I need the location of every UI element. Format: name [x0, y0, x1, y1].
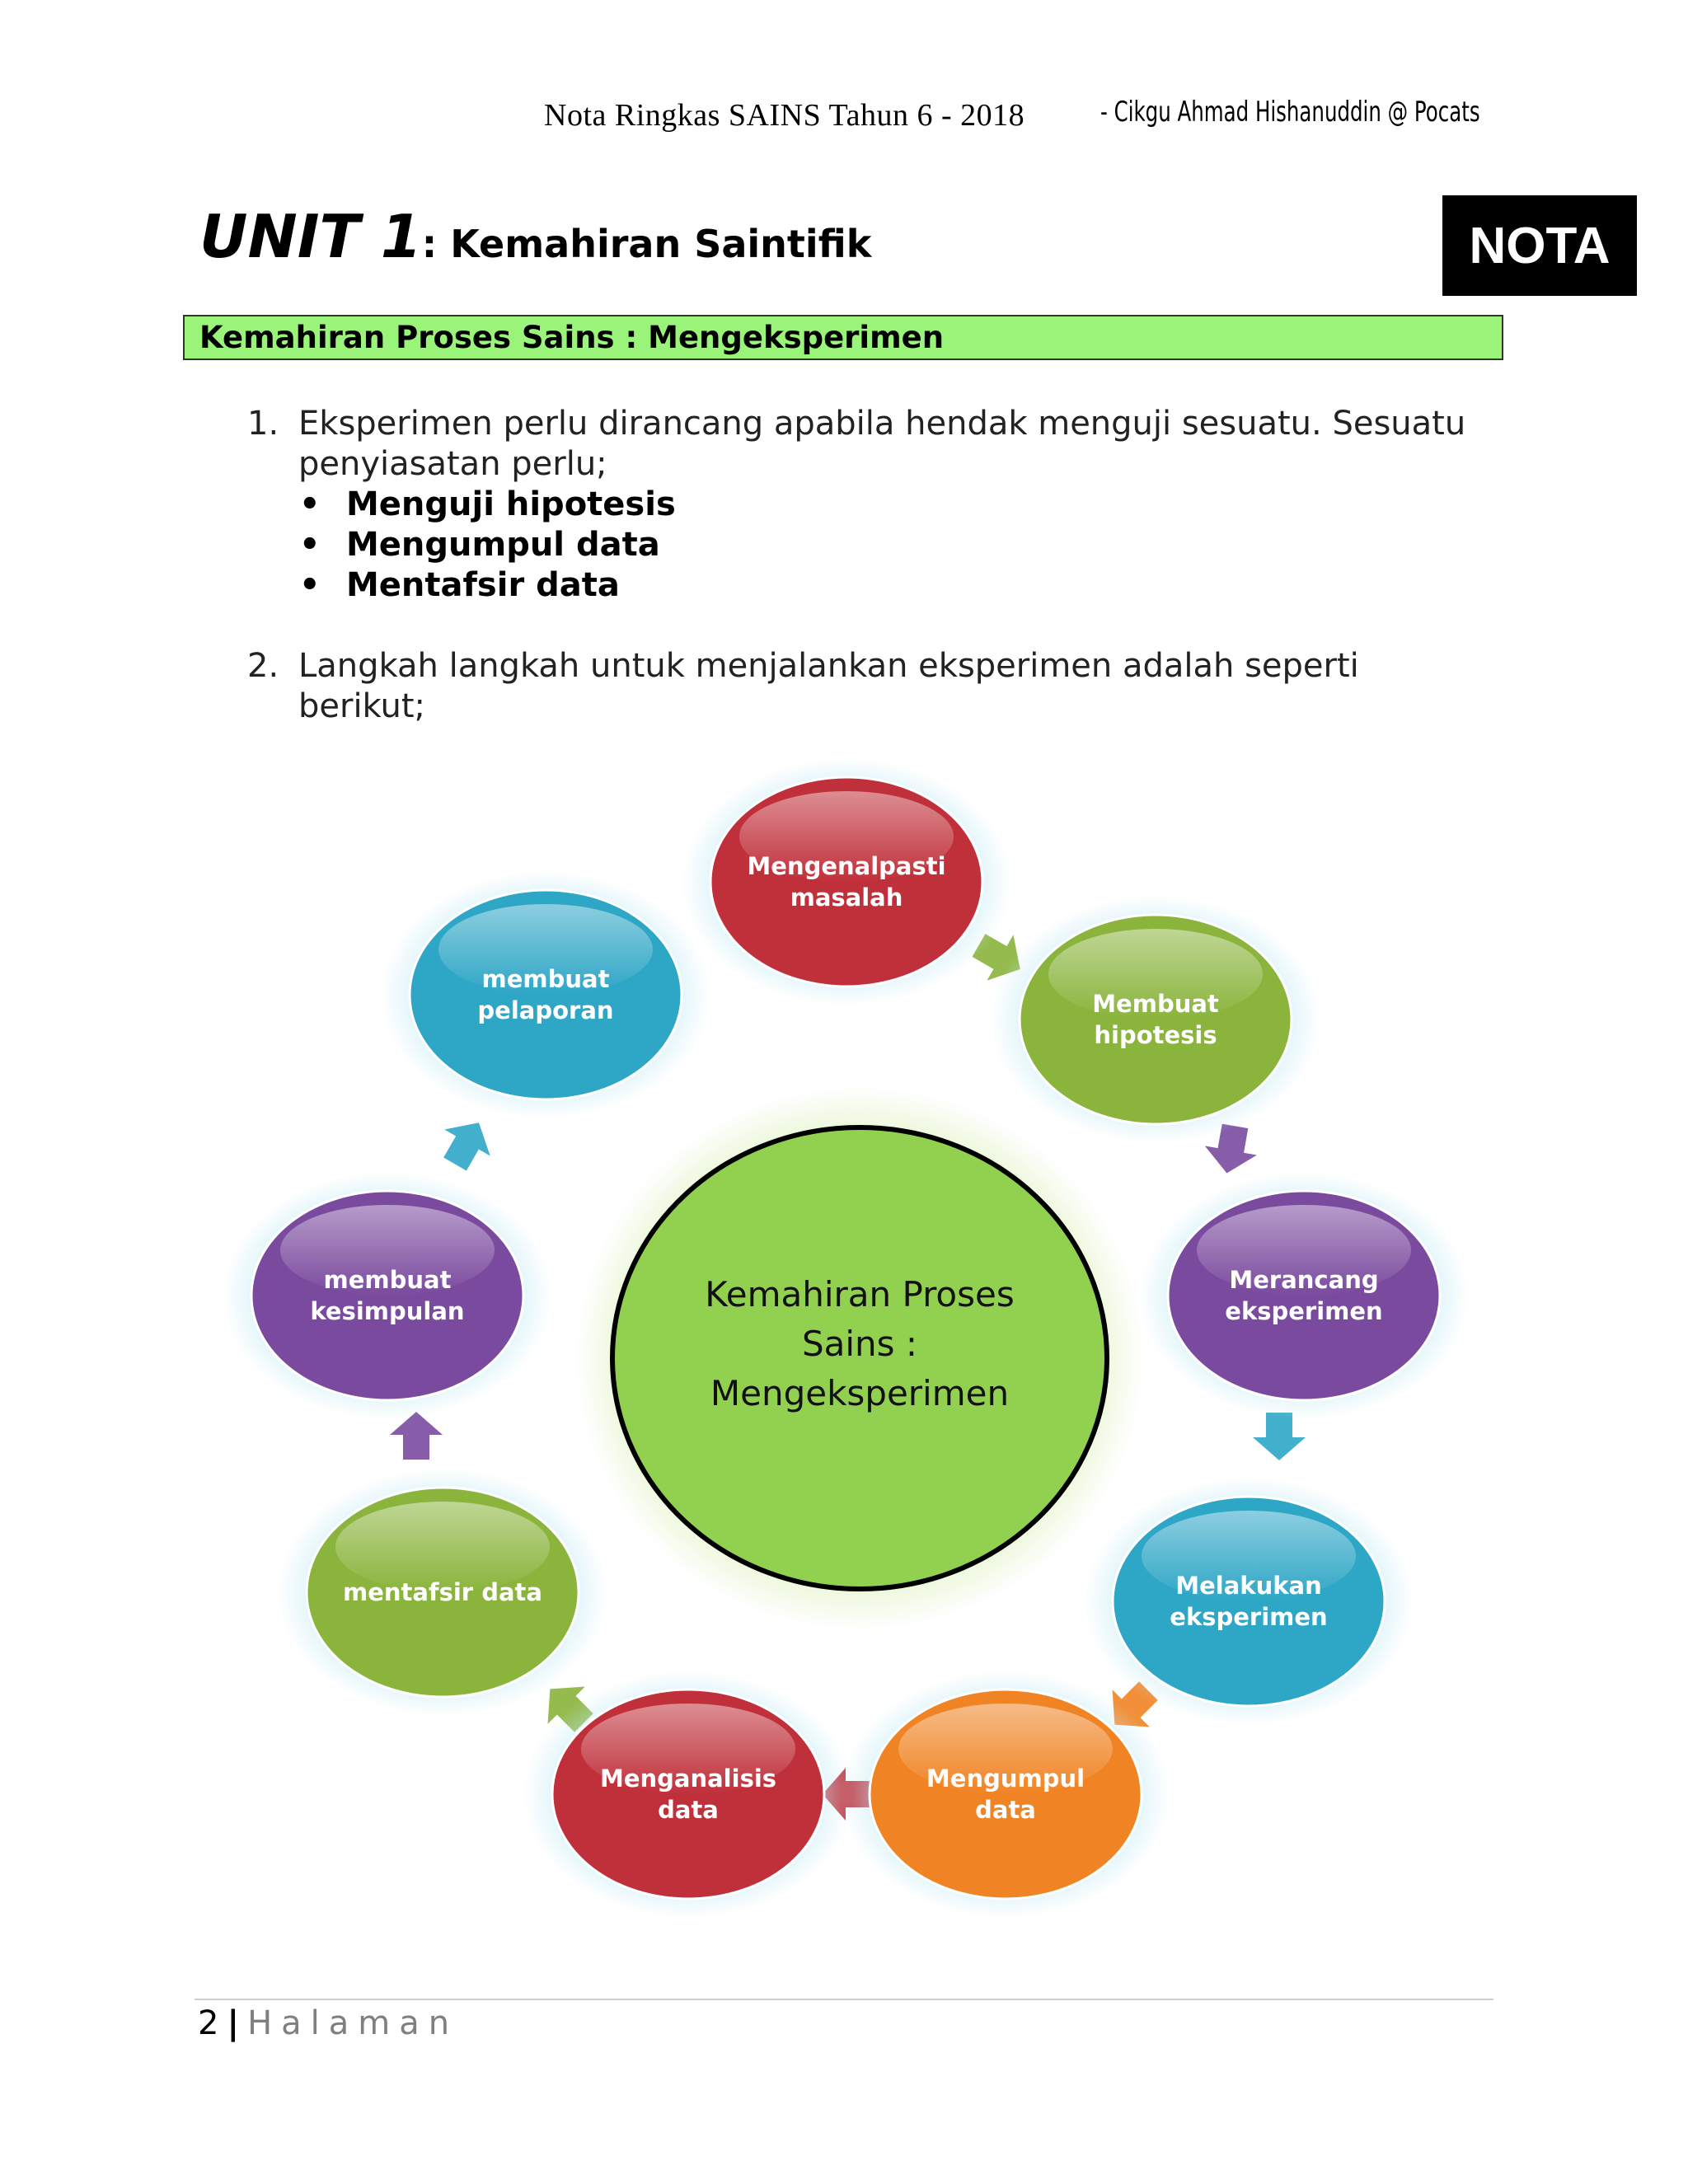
node-label: masalah: [790, 883, 903, 912]
footer: 2|Halaman: [198, 2004, 458, 2042]
flow-arrow-icon: [390, 1412, 443, 1460]
node-label: mentafsir data: [343, 1578, 542, 1606]
node-label: Merancang: [1229, 1266, 1378, 1294]
flow-arrow-icon: [1204, 1123, 1257, 1174]
nota-badge: NOTA: [1442, 195, 1637, 296]
node-label: membuat: [482, 965, 610, 993]
bullet-item: • Mentafsir data: [299, 565, 1467, 606]
node-label: data: [658, 1796, 719, 1824]
node-label: eksperimen: [1170, 1603, 1327, 1631]
content: 1. Eksperimen perlu dirancang apabila he…: [247, 404, 1467, 727]
node-label: Mengenalpasti: [747, 852, 945, 880]
flow-arrow-icon: [443, 1122, 490, 1171]
node-label: Menganalisis: [600, 1765, 776, 1793]
node-label: kesimpulan: [310, 1297, 464, 1325]
center-line-1: Kemahiran Proses: [705, 1274, 1014, 1315]
item-number: 1.: [247, 405, 279, 443]
process-step-node: Mengenalpasti masalah: [682, 758, 1011, 1005]
node-label: hipotesis: [1094, 1021, 1217, 1049]
process-step-node: Melakukan eksperimen: [1084, 1478, 1414, 1725]
process-step-node: membuat pelaporan: [381, 871, 710, 1118]
page-number: 2: [198, 2004, 219, 2042]
bullet-list: • Menguji hipotesis • Mengumpul data • Ment…: [247, 485, 1467, 606]
footer-separator: |: [227, 2004, 240, 2042]
bullet-icon: •: [299, 566, 321, 604]
node-label: Mengumpul: [926, 1765, 1085, 1793]
footer-divider: [195, 1999, 1493, 2000]
bullet-icon: •: [299, 485, 321, 523]
bullet-text: Menguji hipotesis: [346, 485, 676, 523]
process-step-node: Menganalisis data: [523, 1671, 853, 1918]
unit-number: UNIT 1: [199, 202, 422, 271]
unit-title: UNIT 1: Kemahiran Saintifik: [199, 202, 871, 271]
item-number: 2.: [247, 647, 279, 685]
bullet-text: Mengumpul data: [346, 526, 660, 564]
node-label: eksperimen: [1225, 1297, 1382, 1325]
bullet-text: Mentafsir data: [346, 566, 620, 604]
node-label: Membuat: [1092, 990, 1219, 1018]
item-text: Langkah langkah untuk menjalankan eksper…: [298, 647, 1359, 725]
bullet-icon: •: [299, 526, 321, 564]
process-step-node: Mengumpul data: [841, 1671, 1170, 1918]
bullet-item: • Menguji hipotesis: [299, 485, 1467, 525]
node-label: Melakukan: [1175, 1572, 1321, 1600]
center-line-3: Mengeksperimen: [710, 1373, 1009, 1413]
header-author: - Cikgu Ahmad Hishanuddin @ Pocats: [1100, 96, 1480, 129]
list-item-1: 1. Eksperimen perlu dirancang apabila he…: [247, 404, 1467, 485]
list-item-2: 2. Langkah langkah untuk menjalankan eks…: [247, 646, 1467, 727]
bullet-item: • Mengumpul data: [299, 525, 1467, 565]
node-label: membuat: [324, 1266, 452, 1294]
header-title: Nota Ringkas SAINS Tahun 6 - 2018: [544, 98, 1025, 133]
center-circle: Kemahiran Proses Sains : Mengeksperimen: [575, 1086, 1144, 1630]
process-step-node: mentafsir data: [278, 1469, 607, 1716]
flow-arrow-icon: [1253, 1413, 1306, 1460]
process-step-node: membuat kesimpulan: [223, 1172, 552, 1419]
footer-label: Halaman: [247, 2004, 459, 2042]
center-line-2: Sains :: [802, 1324, 917, 1364]
process-step-node: Merancang eksperimen: [1139, 1172, 1469, 1419]
section-title: Kemahiran Proses Sains : Mengeksperimen: [183, 315, 1503, 360]
process-step-node: Membuat hipotesis: [991, 896, 1320, 1143]
unit-subtitle: : Kemahiran Saintifik: [421, 222, 872, 266]
node-label: data: [975, 1796, 1036, 1824]
item-text: Eksperimen perlu dirancang apabila henda…: [298, 405, 1466, 483]
node-label: pelaporan: [477, 996, 613, 1024]
